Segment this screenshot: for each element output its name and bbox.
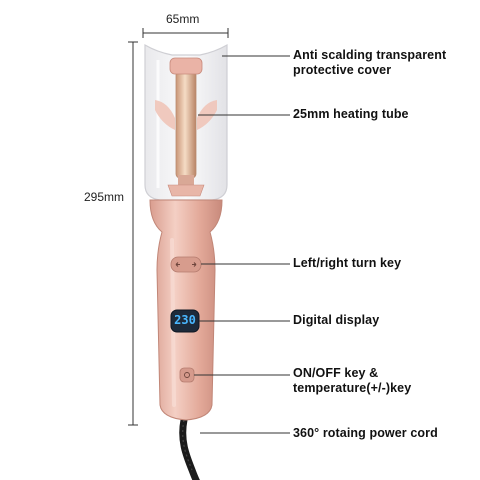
callout-cord: 360° rotaing power cord [293, 426, 438, 440]
width-dimension-line [142, 28, 229, 38]
callout-display: Digital display [293, 313, 380, 327]
width-label: 65mm [166, 12, 200, 26]
power-key [179, 367, 195, 383]
height-label: 295mm [84, 190, 125, 204]
callout-heating-tube: 25mm heating tube [293, 107, 409, 121]
leader-lines [194, 55, 290, 434]
callout-cover-line-2: protective cover [293, 63, 392, 77]
callout-power-key: ON/OFF key & temperature(+/-)key [293, 366, 411, 396]
callout-turn-key: Left/right turn key [293, 256, 402, 270]
turn-key [170, 256, 202, 273]
display-reading: 230 [174, 313, 196, 327]
heating-tube [175, 69, 197, 179]
callout-cover-line-1: Anti scalding transparent [293, 48, 447, 62]
callout-power-key-line-2: temperature(+/-)key [293, 381, 412, 395]
callout-power-key-line-1: ON/OFF key & [293, 366, 379, 380]
height-dimension-line [128, 41, 138, 426]
callout-cover: Anti scalding transparent protective cov… [293, 48, 446, 78]
